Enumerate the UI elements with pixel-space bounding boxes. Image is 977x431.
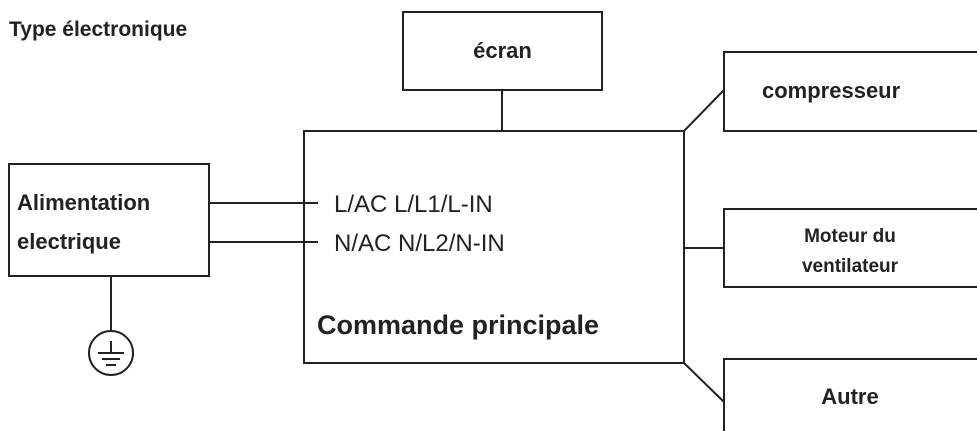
neutral-terminal-label: N/AC N/L2/N-IN xyxy=(334,230,505,257)
fan-motor-label-line2: ventilateur xyxy=(801,256,899,277)
other-label: Autre xyxy=(821,384,879,409)
display-label: écran xyxy=(473,38,532,63)
compressor-label: compresseur xyxy=(762,78,901,103)
other-box xyxy=(723,358,977,431)
fan-motor-label-line1: Moteur du xyxy=(804,226,896,247)
live-terminal-label: L/AC L/L1/L-IN xyxy=(334,191,493,218)
power-supply-box xyxy=(8,163,210,277)
compressor-box xyxy=(723,51,977,132)
diagram-title: Type électronique xyxy=(9,18,188,41)
ground-symbol-icon xyxy=(88,330,134,376)
power-supply-label-line1: Alimentation xyxy=(17,190,151,215)
power-supply-label-line2: electrique xyxy=(17,229,121,254)
compressor-connector xyxy=(683,89,725,132)
other-connector xyxy=(683,362,725,403)
main-control-label: Commande principale xyxy=(317,310,600,340)
